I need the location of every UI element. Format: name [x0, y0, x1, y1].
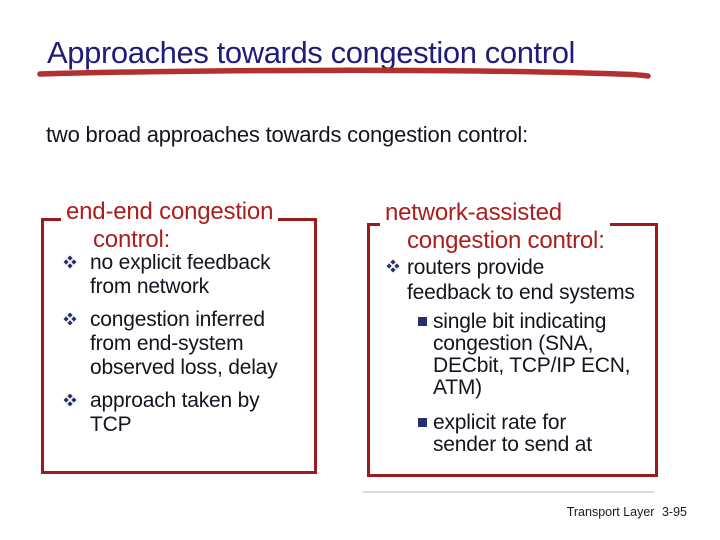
- list-item: approach taken by TCP: [63, 389, 312, 437]
- text-line: observed loss, delay: [90, 356, 278, 379]
- box-heading-line: control:: [93, 226, 171, 253]
- end-end-congestion-box: end-end congestion control: no explicit …: [41, 198, 317, 474]
- slide-subtitle: two broad approaches towards congestion …: [46, 122, 529, 147]
- footer-page-number: 3-95: [661, 505, 687, 519]
- list-item: no explicit feedback from network: [63, 251, 312, 299]
- bullet-marker-column: [63, 389, 90, 407]
- square-bullet-icon: [418, 418, 427, 427]
- box-body: routers provide feedback to end systems …: [370, 226, 655, 456]
- text-line: from end-system: [90, 332, 244, 355]
- page-title: Approaches towards congestion control: [47, 35, 576, 70]
- text-line: routers provide: [407, 256, 545, 279]
- box-heading: end-end congestion control:: [61, 198, 279, 254]
- list-item: routers provide feedback to end systems: [386, 255, 653, 305]
- four-diamonds-bullet-icon: [63, 255, 77, 269]
- text-line: DECbit, TCP/IP ECN,: [433, 354, 631, 377]
- divider: [363, 491, 654, 493]
- four-diamonds-bullet-icon: [63, 312, 77, 326]
- text-line: single bit indicating: [433, 310, 607, 333]
- bullet-text: explicit rate for sender to send at: [433, 412, 592, 456]
- network-assisted-congestion-box: network-assisted congestion control: rou…: [367, 199, 658, 477]
- box-heading: network-assisted congestion control:: [380, 199, 610, 255]
- text-line: congestion (SNA,: [433, 332, 594, 355]
- bullet-text: single bit indicating congestion (SNA, D…: [433, 310, 631, 399]
- footer-section-label: Transport Layer: [566, 505, 655, 519]
- text-line: TCP: [90, 413, 132, 436]
- box-heading-line: congestion control:: [407, 227, 605, 254]
- bullet-text: congestion inferred from end-system obse…: [90, 308, 278, 380]
- text-line: from network: [90, 275, 209, 298]
- bullet-text: routers provide feedback to end systems: [407, 255, 635, 305]
- box-body: no explicit feedback from network conges…: [44, 221, 314, 437]
- bullet-marker-column: [418, 412, 433, 427]
- box-heading-line: network-assisted: [385, 199, 562, 226]
- square-bullet-icon: [418, 317, 427, 326]
- list-item: congestion inferred from end-system obse…: [63, 308, 312, 380]
- text-line: ATM): [433, 376, 482, 399]
- bullet-text: no explicit feedback from network: [90, 251, 271, 299]
- text-line: no explicit feedback: [90, 251, 271, 274]
- sub-list-item: single bit indicating congestion (SNA, D…: [418, 311, 653, 399]
- sub-list-item: explicit rate for sender to send at: [418, 412, 653, 456]
- four-diamonds-bullet-icon: [63, 393, 77, 407]
- text-line: feedback to end systems: [407, 281, 635, 304]
- text-line: congestion inferred: [90, 308, 265, 331]
- text-line: sender to send at: [433, 433, 592, 456]
- bullet-text: approach taken by TCP: [90, 389, 260, 437]
- footer-page-label: Transport Layer 3-95: [567, 505, 687, 519]
- text-line: explicit rate for: [433, 411, 567, 434]
- bullet-marker-column: [386, 255, 407, 273]
- four-diamonds-bullet-icon: [386, 259, 400, 273]
- text-line: approach taken by: [90, 389, 260, 412]
- box-heading-line: end-end congestion: [66, 198, 274, 225]
- title-underline-icon: [37, 67, 651, 79]
- bullet-marker-column: [418, 311, 433, 326]
- bullet-marker-column: [63, 308, 90, 326]
